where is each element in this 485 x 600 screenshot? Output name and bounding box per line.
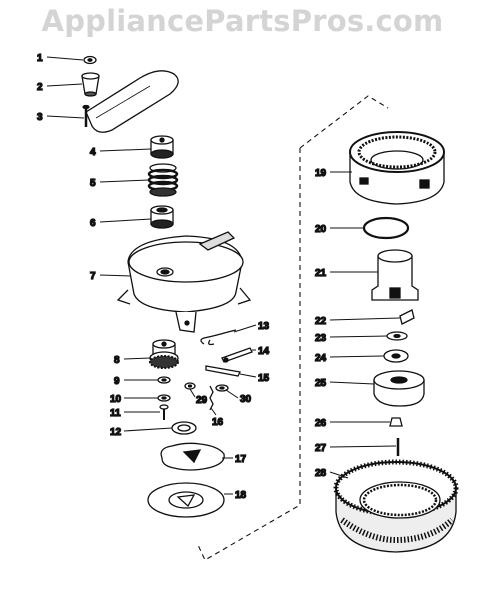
part-25-hub[interactable]	[373, 370, 425, 407]
part-18-disc[interactable]	[147, 482, 225, 518]
watermark-text: AppliancePartsPros.com	[41, 4, 444, 38]
callout-21: 21	[315, 268, 327, 279]
callout-30: 30	[240, 394, 252, 405]
callout-24: 24	[315, 353, 327, 364]
part-5-spring[interactable]	[147, 163, 179, 197]
callout-19: 19	[315, 168, 327, 179]
part-1-nut[interactable]	[83, 55, 97, 65]
part-29-washer[interactable]	[184, 382, 196, 390]
part-26-nut[interactable]	[389, 417, 403, 427]
callout-14: 14	[258, 346, 270, 357]
part-28-wheel[interactable]	[333, 459, 459, 553]
part-22-key[interactable]	[399, 309, 415, 325]
callout-16: 16	[212, 417, 224, 428]
callout-22: 22	[315, 316, 327, 327]
callout-12: 12	[110, 427, 122, 438]
callout-8: 8	[114, 355, 120, 366]
part-23-washer[interactable]	[386, 331, 408, 341]
part-15-link[interactable]	[205, 365, 241, 377]
callout-29: 29	[196, 395, 208, 406]
callout-4: 4	[90, 147, 96, 158]
callout-10: 10	[110, 394, 122, 405]
callout-1: 1	[37, 53, 43, 64]
callout-26: 26	[315, 418, 327, 429]
callout-13: 13	[258, 321, 270, 332]
part-8-gear[interactable]	[149, 339, 179, 369]
callout-20: 20	[315, 224, 327, 235]
callout-25: 25	[315, 378, 327, 389]
callout-15: 15	[258, 373, 270, 384]
callout-18: 18	[235, 490, 247, 501]
callout-7: 7	[90, 271, 96, 282]
callout-5: 5	[90, 178, 96, 189]
callout-9: 9	[114, 376, 120, 387]
callout-3: 3	[37, 112, 43, 123]
part-9-washer[interactable]	[157, 376, 171, 384]
callout-2: 2	[37, 82, 43, 93]
part-19-ring-gear[interactable]	[349, 131, 445, 205]
part-7-housing[interactable]	[116, 231, 252, 333]
part-2-knob[interactable]	[81, 72, 100, 97]
callout-28: 28	[315, 468, 327, 479]
part-4-hub[interactable]	[150, 135, 174, 159]
part-14-pawl[interactable]	[221, 347, 253, 363]
part-13-spring-clip[interactable]	[200, 329, 237, 346]
part-3-crank-handle[interactable]	[82, 70, 179, 133]
callout-27: 27	[315, 443, 327, 454]
part-10-washer[interactable]	[157, 394, 171, 402]
callout-17: 17	[235, 454, 247, 465]
part-21-sleeve[interactable]	[371, 249, 419, 301]
part-16-spring[interactable]	[209, 385, 214, 411]
part-6-bushing[interactable]	[150, 205, 174, 229]
callout-23: 23	[315, 333, 327, 344]
part-17-cam-plate[interactable]	[160, 442, 225, 471]
part-11-screw[interactable]	[159, 404, 169, 420]
assembly-dashed-line	[197, 95, 389, 561]
callout-6: 6	[90, 218, 96, 229]
part-20-o-ring[interactable]	[362, 216, 410, 240]
part-12-ring[interactable]	[171, 421, 197, 435]
part-30-washer[interactable]	[215, 384, 229, 392]
leader-lines	[46, 56, 401, 495]
part-24-drive[interactable]	[383, 349, 409, 363]
callout-11: 11	[110, 408, 121, 419]
